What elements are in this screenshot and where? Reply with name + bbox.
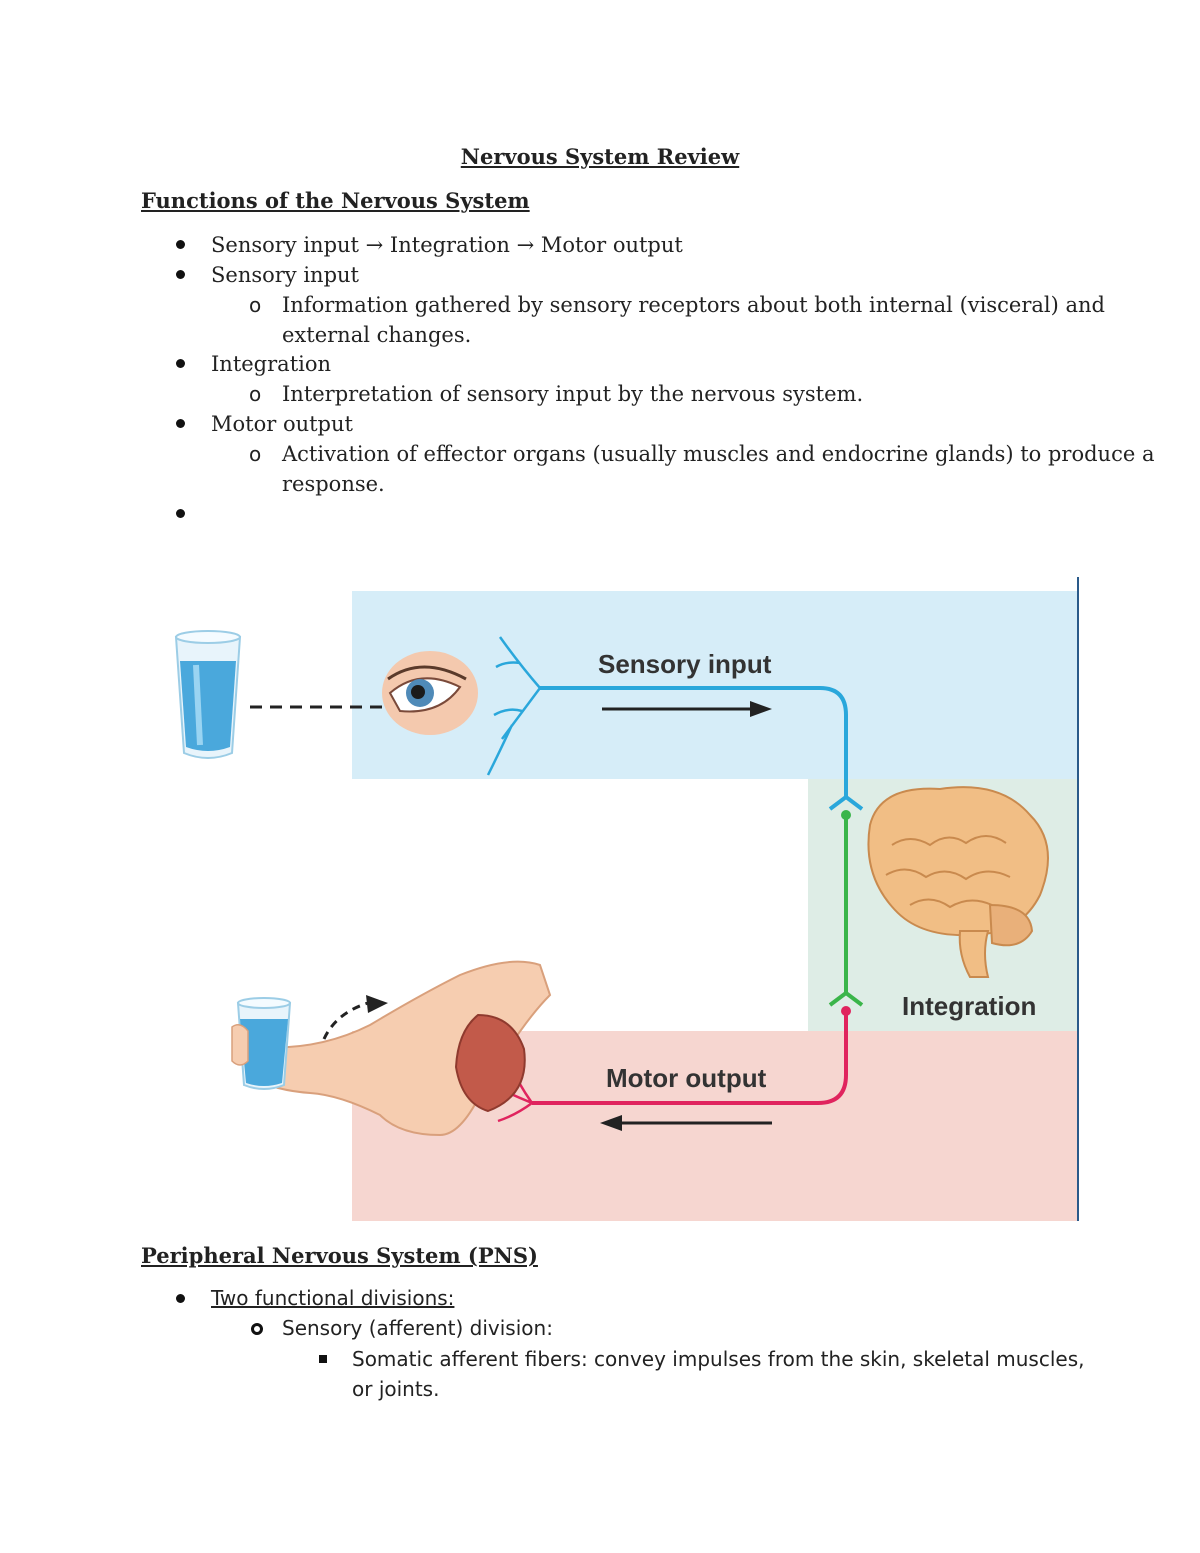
motor-output-label: Motor output: [606, 1063, 767, 1093]
motor-direction-arrow: [600, 1115, 772, 1131]
functions-item-4-sub-line-1: Activation of effector organs (usually m…: [282, 442, 1155, 466]
square-bullet: [319, 1355, 327, 1363]
sensory-direction-arrow: [602, 701, 772, 717]
pns-sub-item-1: Sensory (afferent) division:: [282, 1316, 553, 1340]
functions-heading: Functions of the Nervous System: [141, 188, 530, 213]
functions-item-4-sub-line-2: response.: [282, 472, 385, 496]
integration-nerve: [828, 810, 864, 1007]
arm-icon: [238, 960, 552, 1137]
functions-item-3-sub: Interpretation of sensory input by the n…: [282, 382, 864, 406]
sub-bullet: o: [249, 293, 262, 317]
water-glass-icon: [174, 630, 242, 759]
functions-item-1: Sensory input → Integration → Motor outp…: [211, 233, 683, 257]
functions-item-4: Motor output: [211, 412, 353, 436]
pns-subsub-item-line-1: Somatic afferent fibers: convey impulses…: [352, 1347, 1085, 1371]
pns-heading: Peripheral Nervous System (PNS): [141, 1243, 538, 1268]
functions-item-2: Sensory input: [211, 263, 359, 287]
eye-icon: [382, 651, 478, 735]
pns-item-1: Two functional divisions:: [211, 1286, 455, 1310]
sub-bullet: o: [249, 442, 262, 466]
functions-item-2-sub-line-1: Information gathered by sensory receptor…: [282, 293, 1105, 317]
pns-subsub-item-line-2: or joints.: [352, 1377, 440, 1401]
bullet: [176, 419, 185, 428]
functions-item-2-sub-line-2: external changes.: [282, 323, 472, 347]
sub-bullet-ring: [251, 1323, 263, 1335]
document-title: Nervous System Review: [460, 144, 740, 169]
held-glass-icon: [231, 997, 292, 1090]
bullet: [176, 1294, 185, 1303]
empty-bullet: [176, 509, 185, 518]
bullet: [176, 359, 185, 368]
functions-item-3: Integration: [211, 352, 332, 376]
sub-bullet: o: [249, 382, 262, 406]
sensory-nerve: [486, 636, 864, 811]
brain-icon: [867, 786, 1049, 978]
sensory-input-label: Sensory input: [598, 649, 772, 679]
integration-label: Integration: [902, 991, 1036, 1021]
bullet: [176, 270, 185, 279]
movement-arrow-icon: [322, 995, 388, 1040]
nervous-system-diagram: Sensory input Integration Motor output: [174, 577, 1079, 1221]
bullet: [176, 240, 185, 249]
